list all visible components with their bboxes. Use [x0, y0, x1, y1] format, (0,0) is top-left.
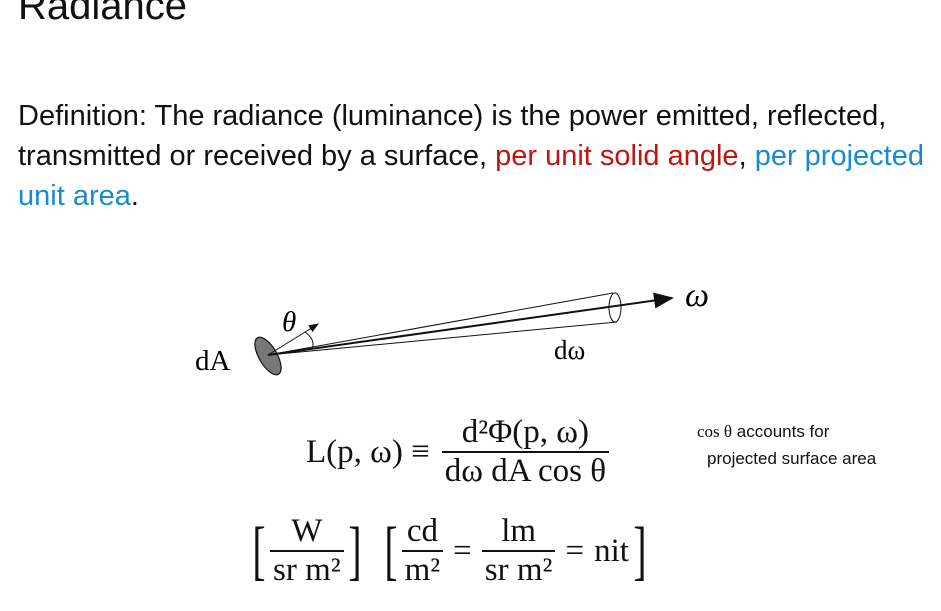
watt-den: sr m²	[269, 550, 344, 589]
bracket-open: [	[252, 514, 266, 587]
cos-note: cos θ accounts for projected surface are…	[697, 418, 876, 472]
lm-num: lm	[501, 513, 537, 549]
solid-angle-label: dω	[554, 335, 585, 365]
normal-arrow	[267, 323, 319, 356]
direction-arrow	[267, 292, 674, 356]
area-label: dA	[195, 345, 231, 377]
definition-solid-angle: per unit solid angle	[495, 140, 739, 172]
equation-denominator: dω dA cos θ	[441, 451, 609, 490]
cd-den: m²	[401, 550, 444, 589]
angle-arc	[304, 331, 314, 350]
definition-text: Definition: The radiance (luminance) is …	[18, 96, 933, 216]
definition-separator: ,	[738, 140, 755, 172]
surface-patch	[254, 336, 282, 376]
equation-numerator: d²Φ(p, ω)	[461, 414, 589, 450]
definition-projected-area: per projected unit area	[18, 140, 924, 212]
slide-title: Radiance	[18, 0, 188, 28]
bracket-close: ]	[348, 514, 362, 587]
equals: =	[565, 532, 585, 569]
note-line-2: projected surface area	[707, 449, 877, 468]
equation-lhs: L(p, ω) ≡	[306, 433, 430, 470]
cone-lower-edge	[267, 321, 618, 356]
note-math: cos θ	[697, 422, 733, 441]
angle-label: θ	[282, 306, 296, 338]
note-line-1: accounts for	[736, 422, 830, 441]
definition-prefix: Definition: The radiance (luminance) is …	[18, 100, 887, 172]
definition-suffix: .	[130, 180, 139, 212]
cd-num: cd	[406, 513, 438, 549]
equation-fraction: d²Φ(p, ω) dω dA cos θ	[441, 414, 609, 490]
equals: =	[453, 532, 472, 569]
radiance-equation: L(p, ω) ≡ d²Φ(p, ω) dω dA cos θ	[306, 404, 609, 500]
nit-unit: nit	[594, 532, 629, 569]
bracket-open: [	[384, 514, 398, 587]
bracket-close: ]	[633, 514, 647, 587]
direction-label: ω	[685, 277, 709, 314]
cone-upper-edge	[267, 292, 614, 356]
watt-num: W	[291, 513, 323, 549]
lm-den: sr m²	[481, 550, 556, 589]
